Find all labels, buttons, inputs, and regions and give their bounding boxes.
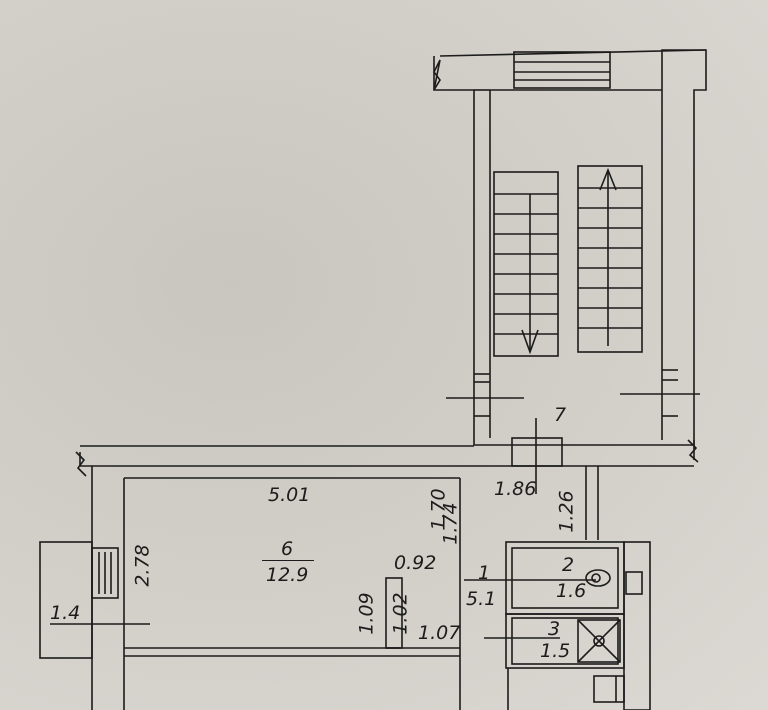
stairwell-window [513,51,611,89]
dim-092: 0.92 [394,552,437,574]
room1-area: 5.1 [466,588,497,610]
room7-number: 7 [554,404,567,426]
dim-corridor-width: 1.86 [494,478,537,500]
room3-number: 3 [548,618,561,640]
shower-fixture [577,619,621,663]
room2-area: 1.6 [556,580,587,602]
partition-walls [385,541,651,710]
dim-102: 1.02 [389,592,412,635]
stairwell-walls [433,49,707,463]
room6-area: 12.9 [266,564,309,586]
room1-number: 1 [478,562,491,584]
toilet-fixture [585,569,643,595]
room3-area: 1.5 [540,640,571,662]
room6-fraction-line [262,560,314,561]
stair-flight-up [577,165,643,353]
room2-number: 2 [562,554,575,576]
dim-109: 1.09 [355,592,378,635]
stairwell-door [511,437,563,467]
sink-fixture [593,675,625,703]
dim-room6-width: 5.01 [268,484,311,506]
dim-room6-height: 2.78 [131,544,154,587]
balcony [39,541,150,659]
dim-107: 1.07 [418,622,461,644]
dim-126: 1.26 [555,490,578,533]
dim-174: 1.74 [439,502,462,545]
stairwell-side-windows [446,369,700,494]
balcony-area: 1.4 [50,602,81,624]
room6-number: 6 [281,538,294,560]
apartment-walls [75,445,694,710]
stair-flight-down [493,171,559,357]
